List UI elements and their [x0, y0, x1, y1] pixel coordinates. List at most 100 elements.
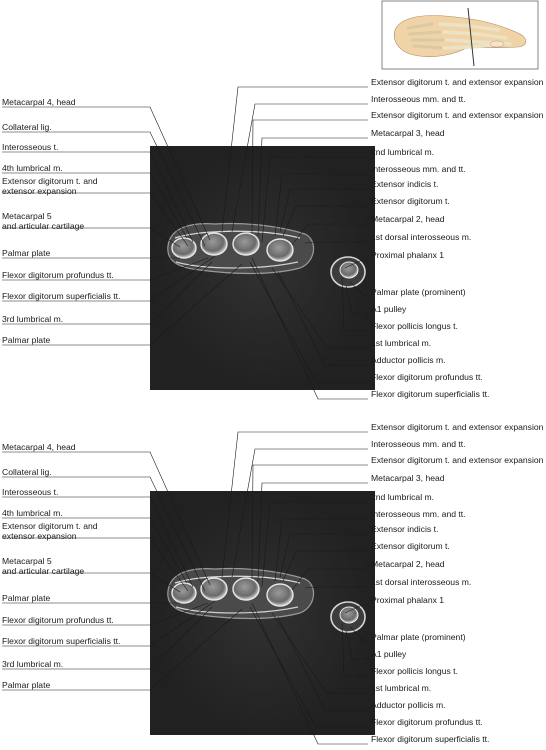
right-leader-15: [271, 612, 368, 694]
right-label-11: Proximal phalanx 1: [371, 595, 444, 605]
right-label-12: Palmar plate (prominent): [371, 287, 466, 297]
right-label-4: Metacarpal 3, head: [371, 473, 445, 483]
proximal-phalanx-1-bone: [339, 606, 359, 624]
left-leader-11: [2, 608, 243, 691]
left-label-line: extensor expansion: [2, 186, 77, 196]
right-leader-16: [277, 616, 368, 711]
right-leader-12: [349, 281, 368, 298]
left-label-7: Palmar plate: [2, 248, 50, 258]
right-label-18: Flexor digitorum superficialis tt.: [371, 389, 489, 399]
right-label-6: Interosseous mm. and tt.: [371, 509, 466, 519]
right-label-1: Extensor digitorum t. and extensor expan…: [371, 77, 544, 87]
left-label-line: Palmar plate: [2, 335, 50, 345]
right-label-15: 1st lumbrical m.: [371, 683, 431, 693]
left-label-3: Interosseous t.: [2, 487, 58, 497]
right-leader-7: [279, 533, 368, 578]
left-label-line: Flexor digitorum superficialis tt.: [2, 291, 120, 301]
right-leader-17: [249, 261, 368, 383]
left-leader-6: [2, 227, 181, 248]
left-label-line: Palmar plate: [2, 680, 50, 690]
right-label-15: 1st lumbrical m.: [371, 338, 431, 348]
right-leader-8: [282, 550, 368, 582]
proximal-phalanx-1-bone: [339, 261, 359, 279]
right-leader-3: [251, 464, 368, 580]
left-label-11: Palmar plate: [2, 335, 50, 345]
right-leader-6: [274, 173, 368, 237]
right-leader-16: [277, 271, 368, 366]
right-leader-8: [282, 205, 368, 237]
left-label-11: Palmar plate: [2, 680, 50, 690]
right-label-8: Extensor digitorum t.: [371, 196, 450, 206]
left-label-line: 3rd lumbrical m.: [2, 659, 63, 669]
left-leader-5: [2, 192, 189, 247]
right-leader-9: [291, 223, 368, 246]
left-label-9: Flexor digitorum superficialis tt.: [2, 291, 120, 301]
left-leader-3: [2, 496, 194, 588]
left-leader-1: [2, 451, 211, 586]
right-leader-15: [271, 267, 368, 349]
right-leader-2: [231, 448, 368, 578]
left-leader-6: [2, 572, 181, 593]
metacarpal-head-2: [200, 577, 228, 601]
right-label-2: Interosseous mm. and tt.: [371, 439, 466, 449]
left-label-7: Palmar plate: [2, 593, 50, 603]
right-label-8: Extensor digitorum t.: [371, 541, 450, 551]
metacarpal-head-3: [232, 577, 260, 601]
right-leader-5: [261, 501, 368, 588]
right-label-12: Palmar plate (prominent): [371, 632, 466, 642]
right-leader-10: [304, 241, 368, 244]
right-label-16: Adductor pollicis m.: [371, 700, 446, 710]
right-label-13: A1 pulley: [371, 649, 407, 659]
right-label-11: Proximal phalanx 1: [371, 250, 444, 260]
left-label-line: Flexor digitorum profundus tt.: [2, 615, 114, 625]
right-leader-11: [344, 604, 368, 614]
right-leader-7: [279, 188, 368, 233]
left-label-line: Collateral lig.: [2, 122, 52, 132]
left-label-line: Metacarpal 5: [2, 556, 52, 566]
right-label-2: Interosseous mm. and tt.: [371, 94, 466, 104]
right-label-10: 1st dorsal interosseous m.: [371, 232, 471, 242]
right-label-5: 2nd lumbrical m.: [371, 492, 434, 502]
right-label-14: Flexor pollicis longus t.: [371, 666, 458, 676]
left-leader-10: [2, 261, 213, 325]
metacarpal-head-4: [266, 238, 294, 262]
left-label-8: Flexor digitorum profundus tt.: [2, 270, 114, 280]
right-leader-18: [251, 257, 368, 400]
right-label-17: Flexor digitorum profundus tt.: [371, 717, 483, 727]
left-leader-4: [2, 172, 188, 239]
right-label-1: Extensor digitorum t. and extensor expan…: [371, 422, 544, 432]
left-label-line: extensor expansion: [2, 531, 77, 541]
left-label-4: 4th lumbrical m.: [2, 163, 63, 173]
left-label-2: Collateral lig.: [2, 467, 52, 477]
left-label-8: Flexor digitorum profundus tt.: [2, 615, 114, 625]
right-label-14: Flexor pollicis longus t.: [371, 321, 458, 331]
left-leader-2: [2, 131, 206, 247]
left-label-line: Extensor digitorum t. and: [2, 176, 98, 186]
left-leader-11: [2, 263, 243, 346]
right-leader-13: [345, 630, 368, 660]
right-leader-4: [257, 482, 368, 582]
metacarpal-head-2: [200, 232, 228, 256]
left-label-2: Collateral lig.: [2, 122, 52, 132]
hand-skeleton-icon: [393, 7, 527, 67]
right-label-3: Extensor digitorum t. and extensor expan…: [371, 455, 544, 465]
left-label-line: Palmar plate: [2, 593, 50, 603]
right-label-16: Adductor pollicis m.: [371, 355, 446, 365]
right-leader-12: [349, 626, 368, 643]
left-leader-9: [2, 255, 216, 302]
left-label-1: Metacarpal 4, head: [2, 97, 76, 107]
left-leader-9: [2, 600, 216, 647]
orientation-thumbnail: [381, 0, 539, 70]
left-label-line: Interosseous t.: [2, 142, 58, 152]
right-leader-14: [341, 277, 368, 332]
left-label-10: 3rd lumbrical m.: [2, 659, 63, 669]
left-label-10: 3rd lumbrical m.: [2, 314, 63, 324]
right-label-4: Metacarpal 3, head: [371, 128, 445, 138]
right-leader-3: [251, 119, 368, 235]
